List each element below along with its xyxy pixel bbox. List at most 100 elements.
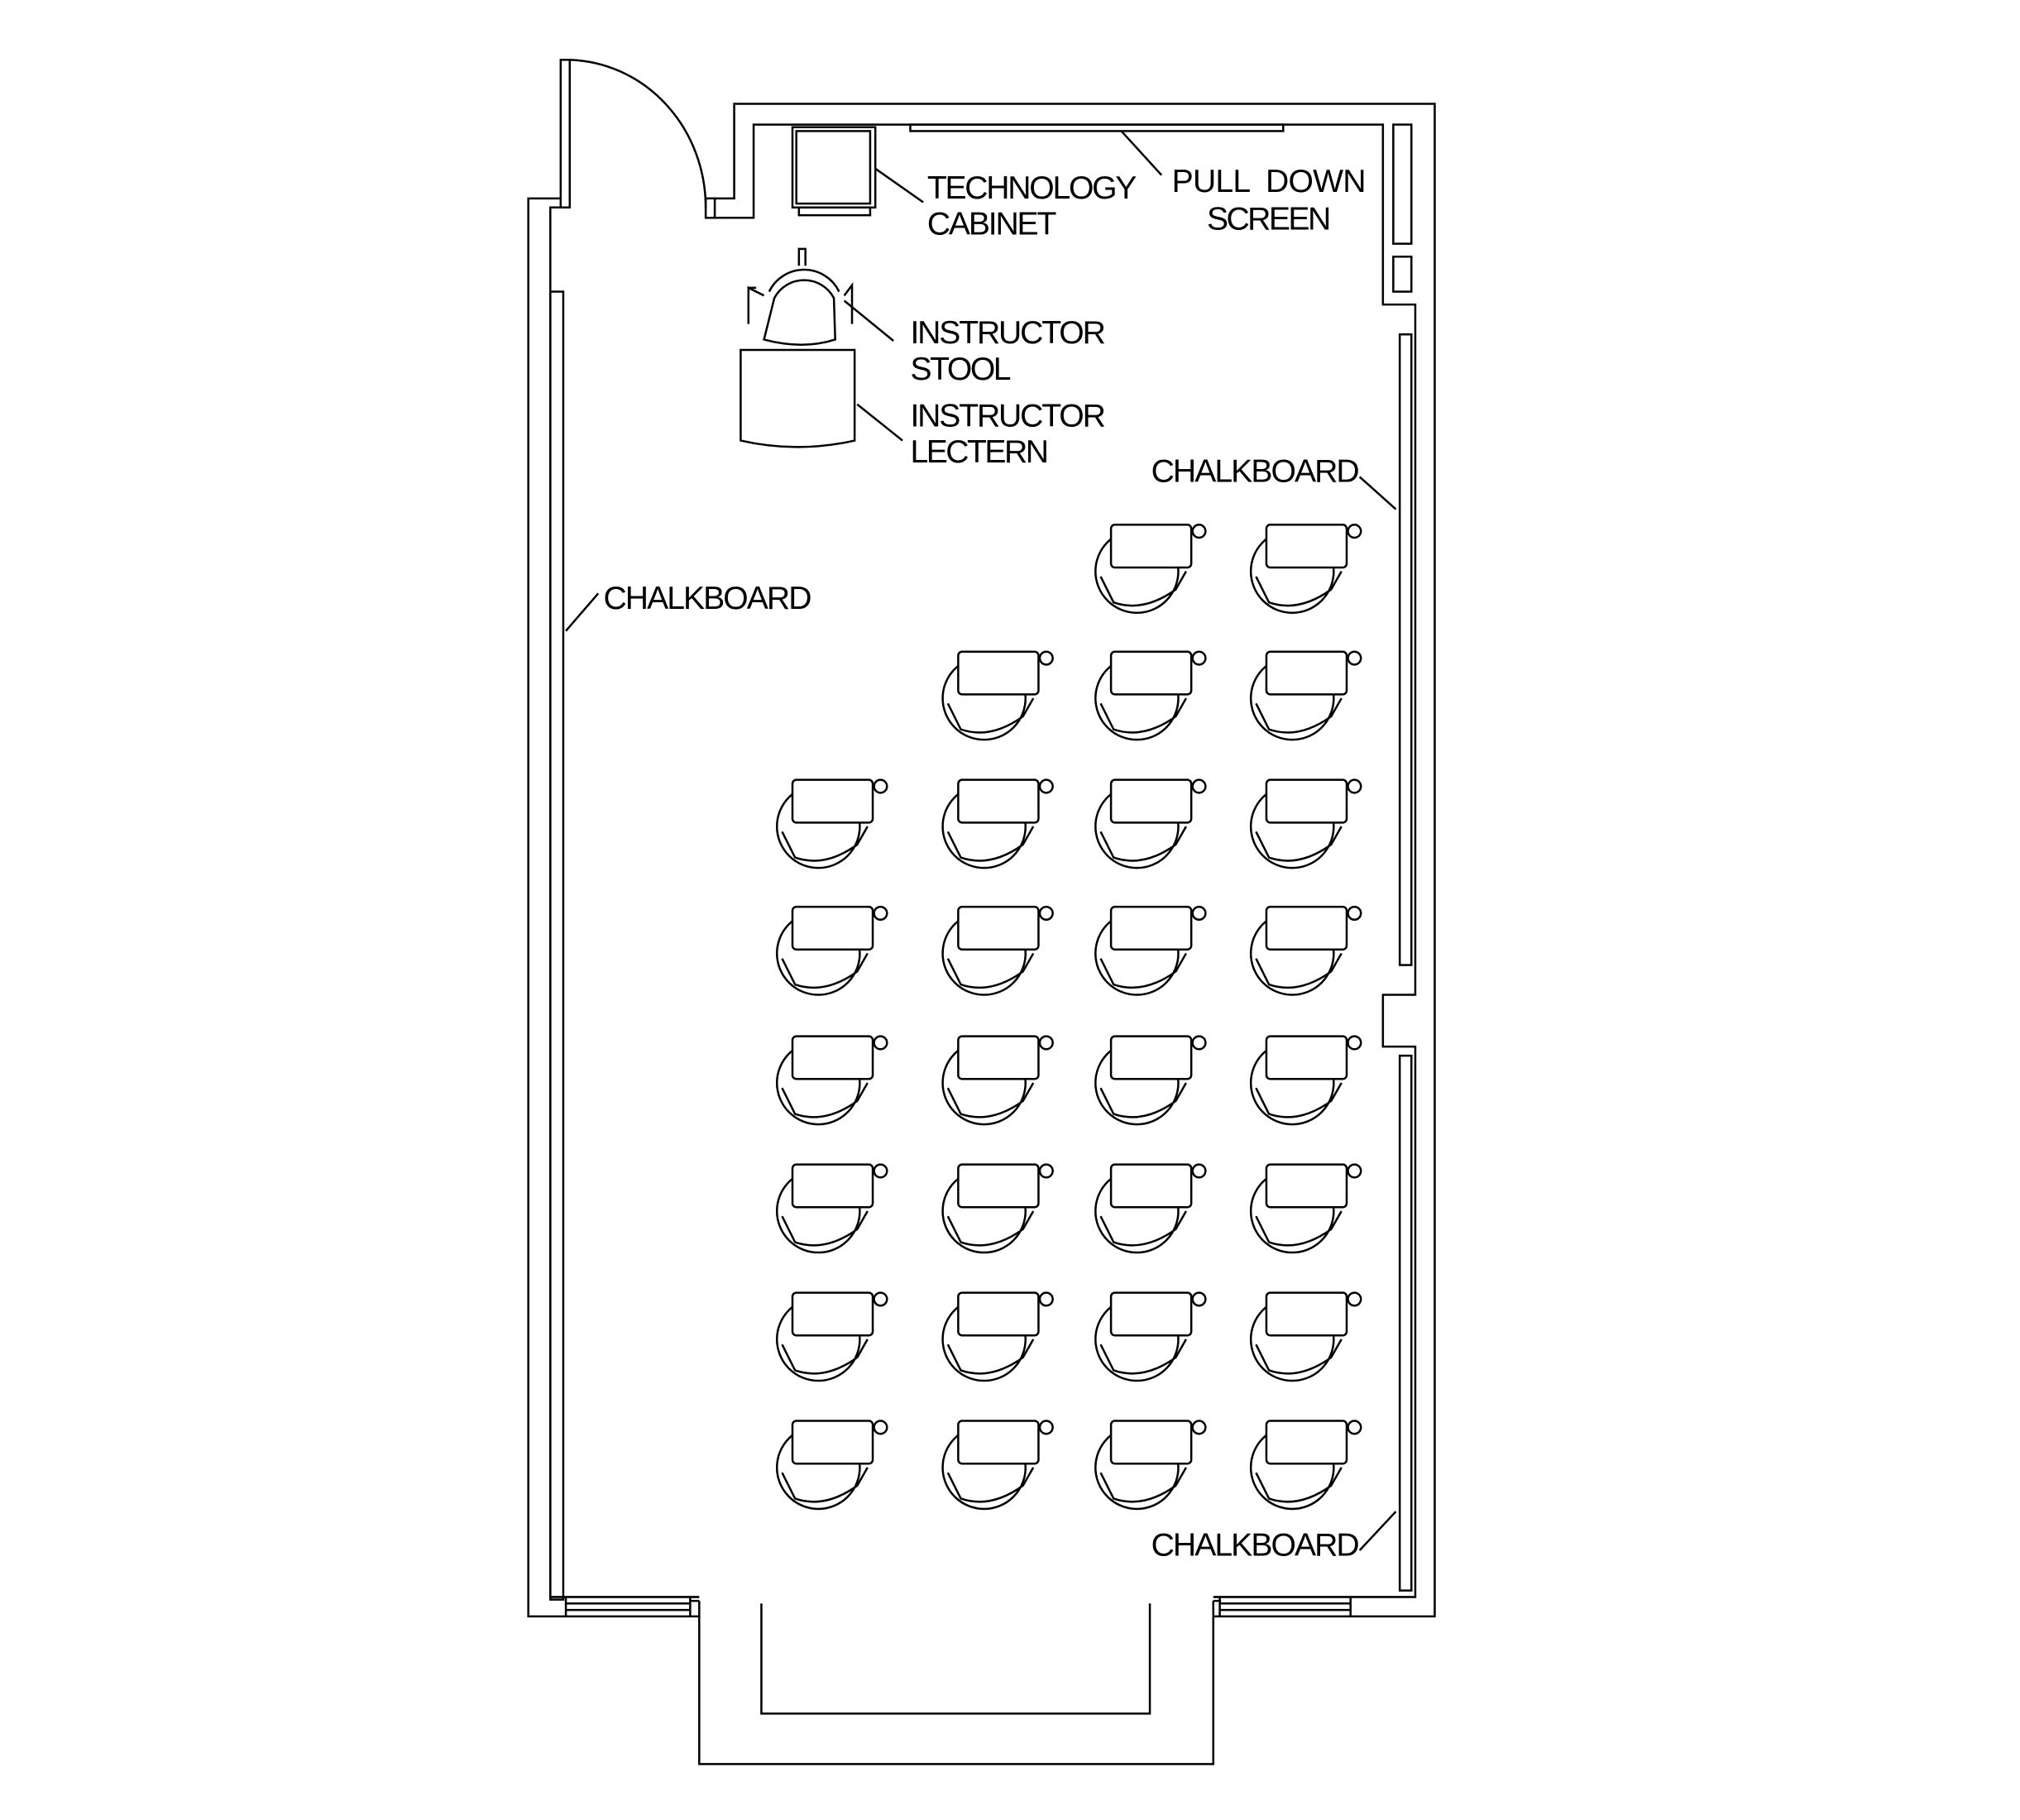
desk-knob <box>1191 1420 1207 1435</box>
desk-top <box>957 905 1040 951</box>
technology-cabinet <box>791 126 877 217</box>
student-desk-chair <box>775 1163 888 1254</box>
instructor-stool <box>747 247 854 346</box>
student-desk-chair <box>941 905 1054 996</box>
desk-knob <box>1038 1420 1054 1435</box>
technology-cabinet-label-2: CABINET <box>927 207 1057 242</box>
desk-knob <box>1191 1291 1207 1307</box>
chalkboard-left <box>549 290 565 1601</box>
desk-knob <box>1347 778 1362 794</box>
desk-top <box>1109 778 1193 824</box>
chair-back <box>1099 1210 1187 1247</box>
desk-knob <box>1347 1163 1362 1179</box>
desk-top <box>1109 1035 1193 1080</box>
desk-knob <box>1347 524 1362 539</box>
student-desk-chair <box>1249 1035 1362 1126</box>
student-desk-chair <box>1094 1035 1207 1126</box>
chair-back <box>1099 1467 1187 1503</box>
desk-knob <box>1038 1163 1054 1179</box>
chair-back <box>946 1339 1035 1375</box>
chair-back <box>1099 952 1187 989</box>
desk-top <box>1265 1035 1348 1080</box>
chair-back <box>1255 1467 1343 1503</box>
student-desk-chair <box>775 778 888 869</box>
desk-top <box>791 1163 874 1209</box>
chair-back <box>1099 1082 1187 1118</box>
desk-knob <box>1191 778 1207 794</box>
student-desk-chair <box>941 1035 1054 1126</box>
chair-back <box>946 1467 1035 1503</box>
desk-knob <box>1347 1291 1362 1307</box>
chalkboard-left-label: CHALKBOARD <box>603 581 811 616</box>
chair-back <box>1255 1210 1343 1247</box>
desk-knob <box>1191 524 1207 539</box>
student-desk-chair <box>1249 650 1362 741</box>
student-desk-chair <box>1249 1163 1362 1254</box>
chalkboard-right-bottom <box>1398 1054 1413 1592</box>
student-desk-chair <box>1094 1291 1207 1382</box>
chair-back <box>946 1210 1035 1247</box>
desk-knob <box>1038 905 1054 921</box>
desk-top <box>1109 1420 1193 1465</box>
chair-back <box>946 1082 1035 1118</box>
chair-back <box>946 952 1035 989</box>
student-desk-chair <box>1094 905 1207 996</box>
chair-back <box>781 1210 869 1247</box>
desk-top <box>1109 524 1193 569</box>
student-desk-chair <box>775 1420 888 1511</box>
window-left <box>564 1597 692 1616</box>
desk-knob <box>1191 905 1207 921</box>
chair-back <box>946 826 1035 862</box>
window-right <box>1218 1597 1352 1616</box>
pull-down-screen-label-2: SCREEN <box>1207 201 1331 237</box>
chair-back <box>1099 697 1187 734</box>
desk-knob <box>1191 650 1207 666</box>
student-desk-chair <box>941 1420 1054 1511</box>
walls <box>527 59 1436 1765</box>
student-desk-chair <box>1094 1163 1207 1254</box>
student-desk-chair <box>1094 778 1207 869</box>
student-desk-chair <box>775 1291 888 1382</box>
desk-top <box>1265 1420 1348 1465</box>
desk-knob <box>1038 1035 1054 1051</box>
desk-top <box>957 1163 1040 1209</box>
chair-back <box>946 697 1035 734</box>
chair-back <box>1255 697 1343 734</box>
instructor-lectern <box>740 348 856 448</box>
desk-knob <box>1038 650 1054 666</box>
desk-top <box>791 905 874 951</box>
desk-knob <box>873 1291 888 1307</box>
desk-top <box>791 1291 874 1337</box>
desk-top <box>957 778 1040 824</box>
chair-back <box>1099 571 1187 607</box>
student-desk-chair <box>1249 778 1362 869</box>
chalkboard-right-top-label: CHALKBOARD <box>1151 454 1360 490</box>
desk-top <box>1109 1291 1193 1337</box>
desk-knob <box>1038 1291 1054 1307</box>
desk-top <box>1265 905 1348 951</box>
desk-top <box>1265 524 1348 569</box>
desk-knob <box>1038 778 1054 794</box>
instructor-lectern-label-2: LECTERN <box>910 434 1048 470</box>
student-desk-chair <box>1094 1420 1207 1511</box>
chair-back <box>1255 1082 1343 1118</box>
chair-back <box>781 1339 869 1375</box>
desk-top <box>791 1420 874 1465</box>
student-desk-chair <box>941 650 1054 741</box>
desk-top <box>957 1420 1040 1465</box>
leader-lines <box>565 130 1397 1551</box>
chair-back <box>1099 826 1187 862</box>
desk-top <box>791 778 874 824</box>
desk-top <box>1109 1163 1193 1209</box>
desk-top <box>1265 650 1348 696</box>
desk-knob <box>873 778 888 794</box>
instructor-stool-label-1: INSTRUCTOR <box>910 315 1105 351</box>
student-desk-chair <box>941 1163 1054 1254</box>
student-desk-chair <box>941 1291 1054 1382</box>
desk-knob <box>1191 1163 1207 1179</box>
instructor-stool-label-2: STOOL <box>910 352 1011 387</box>
chair-back <box>781 1467 869 1503</box>
chair-back <box>1099 1339 1187 1375</box>
chair-back <box>1255 826 1343 862</box>
